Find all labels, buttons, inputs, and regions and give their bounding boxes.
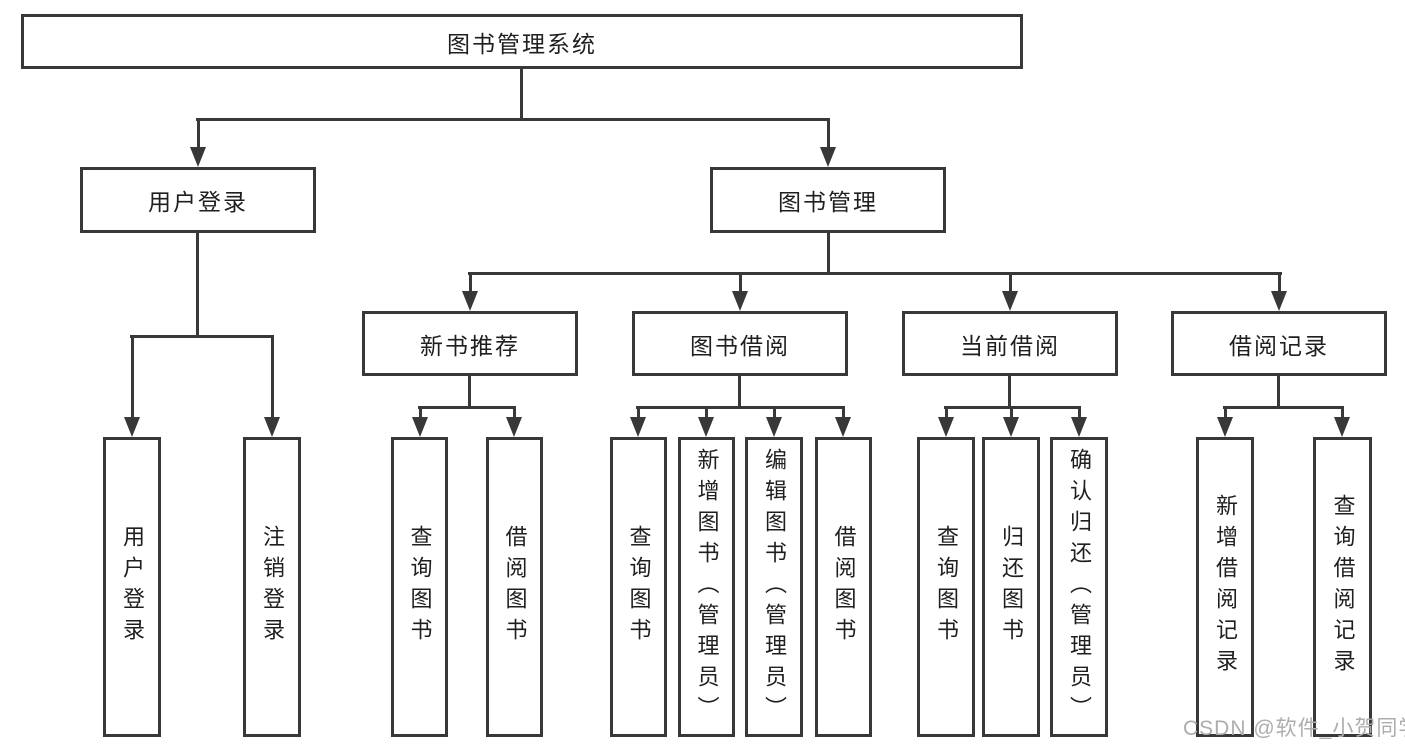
leaf-cb-return-books: 归还图书	[982, 437, 1040, 737]
arrow-to-leaf-bb-query-icon	[630, 406, 646, 437]
connector-bb-stem	[738, 376, 741, 408]
node-borrow-records-label: 借阅记录	[1229, 332, 1329, 359]
leaf-nbr-borrow-books-label: 借阅图书	[502, 525, 528, 649]
arrow-to-leaf-cb-confirm-icon	[1071, 406, 1087, 437]
leaf-user-login: 用户登录	[103, 437, 161, 737]
arrow-to-leaf-bb-borrow-icon	[835, 406, 851, 437]
leaf-cb-query-books-label: 查询图书	[934, 525, 959, 649]
leaf-bb-borrow-books-label: 借阅图书	[831, 525, 857, 649]
arrow-to-book-borrow-icon	[732, 272, 748, 311]
leaf-cb-confirm-return: 确认归还（管理员）	[1050, 437, 1108, 737]
node-root-label: 图书管理系统	[447, 30, 597, 57]
node-new-book-recommend-label: 新书推荐	[420, 332, 520, 359]
arrow-to-leaf-cb-return-icon	[1003, 406, 1019, 437]
arrow-to-leaf-br-query-icon	[1334, 406, 1350, 437]
connector-level2-rail	[468, 272, 1282, 275]
leaf-bb-edit-books: 编辑图书（管理员）	[745, 437, 803, 737]
leaf-bb-query-books: 查询图书	[610, 437, 667, 737]
connector-nbr-rail	[418, 406, 516, 409]
node-book-management: 图书管理	[710, 167, 946, 233]
leaf-br-query-record: 查询借阅记录	[1313, 437, 1372, 737]
node-borrow-records: 借阅记录	[1171, 311, 1387, 376]
arrow-to-leaf-bb-add-icon	[698, 406, 714, 437]
arrow-to-leaf-br-add-icon	[1217, 406, 1233, 437]
leaf-cb-return-books-label: 归还图书	[999, 525, 1024, 649]
watermark: CSDN @软件_小贺同学	[1183, 717, 1405, 740]
node-user-login-label: 用户登录	[148, 189, 248, 215]
arrow-to-leaf-logout-icon	[264, 335, 280, 437]
node-book-borrow-label: 图书借阅	[690, 332, 790, 359]
leaf-cb-confirm-return-label: 确认归还（管理员）	[1067, 447, 1092, 727]
leaf-bb-edit-books-label: 编辑图书（管理员）	[762, 447, 787, 727]
leaf-bb-add-books-label: 新增图书（管理员）	[694, 447, 720, 727]
node-root: 图书管理系统	[21, 14, 1023, 69]
arrow-to-user-login-icon	[190, 118, 206, 167]
arrow-to-book-management-icon	[820, 118, 836, 167]
node-current-borrow: 当前借阅	[902, 311, 1118, 376]
leaf-nbr-query-books: 查询图书	[391, 437, 448, 737]
arrow-to-new-book-recommend-icon	[462, 272, 478, 311]
connector-user-login-rail	[130, 335, 274, 338]
node-book-borrow: 图书借阅	[632, 311, 848, 376]
leaf-bb-query-books-label: 查询图书	[626, 525, 652, 649]
leaf-user-login-label: 用户登录	[120, 525, 145, 649]
connector-level1-rail	[196, 118, 830, 121]
leaf-bb-add-books: 新增图书（管理员）	[678, 437, 735, 737]
arrow-to-current-borrow-icon	[1002, 272, 1018, 311]
connector-bb-rail	[636, 406, 845, 409]
leaf-cb-query-books: 查询图书	[917, 437, 975, 737]
node-user-login: 用户登录	[80, 167, 316, 233]
connector-br-rail	[1223, 406, 1344, 409]
connector-cb-rail	[944, 406, 1081, 409]
node-new-book-recommend: 新书推荐	[362, 311, 578, 376]
leaf-logout-label: 注销登录	[260, 525, 285, 649]
connector-user-login-stem	[196, 233, 199, 337]
arrow-to-leaf-nbr-borrow-icon	[506, 406, 522, 437]
node-book-management-label: 图书管理	[778, 189, 878, 215]
leaf-br-query-record-label: 查询借阅记录	[1330, 494, 1356, 680]
connector-root-stem	[520, 69, 523, 120]
leaf-br-add-record-label: 新增借阅记录	[1213, 494, 1238, 680]
leaf-logout: 注销登录	[243, 437, 301, 737]
node-current-borrow-label: 当前借阅	[960, 332, 1060, 359]
leaf-br-add-record: 新增借阅记录	[1196, 437, 1254, 737]
arrow-to-leaf-user-login-icon	[124, 335, 140, 437]
leaf-bb-borrow-books: 借阅图书	[815, 437, 872, 737]
leaf-nbr-borrow-books: 借阅图书	[486, 437, 543, 737]
arrow-to-borrow-records-icon	[1271, 272, 1287, 311]
leaf-nbr-query-books-label: 查询图书	[407, 525, 433, 649]
arrow-to-leaf-cb-query-icon	[938, 406, 954, 437]
arrow-to-leaf-bb-edit-icon	[766, 406, 782, 437]
arrow-to-leaf-nbr-query-icon	[412, 406, 428, 437]
connector-cb-stem	[1008, 376, 1011, 408]
connector-br-stem	[1277, 376, 1280, 408]
connector-nbr-stem	[468, 376, 471, 408]
connector-book-management-stem	[827, 233, 830, 275]
